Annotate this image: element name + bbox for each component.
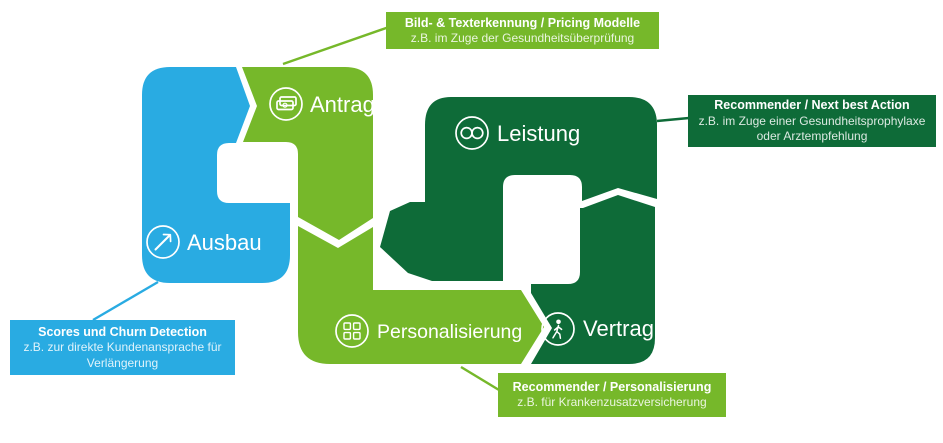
- callout-right-subtitle: z.B. im Zuge einer Gesundheitsprophylaxe…: [698, 113, 926, 144]
- callout-top: Bild- & Texterkennung / Pricing Modelle …: [386, 12, 659, 49]
- callout-bottom-left-title: Scores und Churn Detection: [38, 324, 207, 339]
- callout-bottom-center-title: Recommender / Personalisierung: [512, 380, 712, 395]
- callout-right-title: Recommender / Next best Action: [714, 98, 910, 113]
- callout-top-subtitle: z.B. im Zuge der Gesundheitsüberprüfung: [410, 30, 635, 45]
- callout-bottom-left: Scores und Churn Detection z.B. zur dire…: [10, 320, 235, 375]
- connector-bottom-center: [460, 365, 500, 392]
- antrag-label: Antrag: [310, 92, 375, 117]
- trend-arrow-icon: [146, 225, 180, 259]
- grid-icon: [335, 314, 369, 348]
- connector-bottom-left: [92, 280, 159, 322]
- ausbau-label: Ausbau: [187, 230, 262, 255]
- connector-top: [282, 25, 390, 66]
- callout-top-title: Bild- & Texterkennung / Pricing Modelle: [404, 15, 641, 30]
- callout-bottom-center-subtitle: z.B. für Krankenzusatzversicherung: [517, 395, 707, 410]
- banknote-icon: [269, 87, 303, 121]
- stage-antrag-shape: [242, 67, 373, 240]
- stage-ausbau-shape: [142, 67, 290, 283]
- connector-right: [656, 116, 690, 123]
- walking-person-icon: [541, 312, 575, 346]
- vertrag-label: Vertrag: [583, 316, 654, 341]
- callout-right: Recommender / Next best Action z.B. im Z…: [688, 95, 936, 147]
- stage-leistung-shape: [380, 97, 657, 281]
- personalisierung-label: Personalisierung: [377, 321, 522, 343]
- leistung-label: Leistung: [497, 121, 580, 146]
- callout-bottom-center: Recommender / Personalisierung z.B. für …: [498, 373, 726, 417]
- stage-vertrag-shape: [531, 195, 655, 364]
- infinity-icon: [455, 116, 489, 150]
- callout-bottom-left-subtitle: z.B. zur direkte Kundenansprache für Ver…: [23, 340, 222, 370]
